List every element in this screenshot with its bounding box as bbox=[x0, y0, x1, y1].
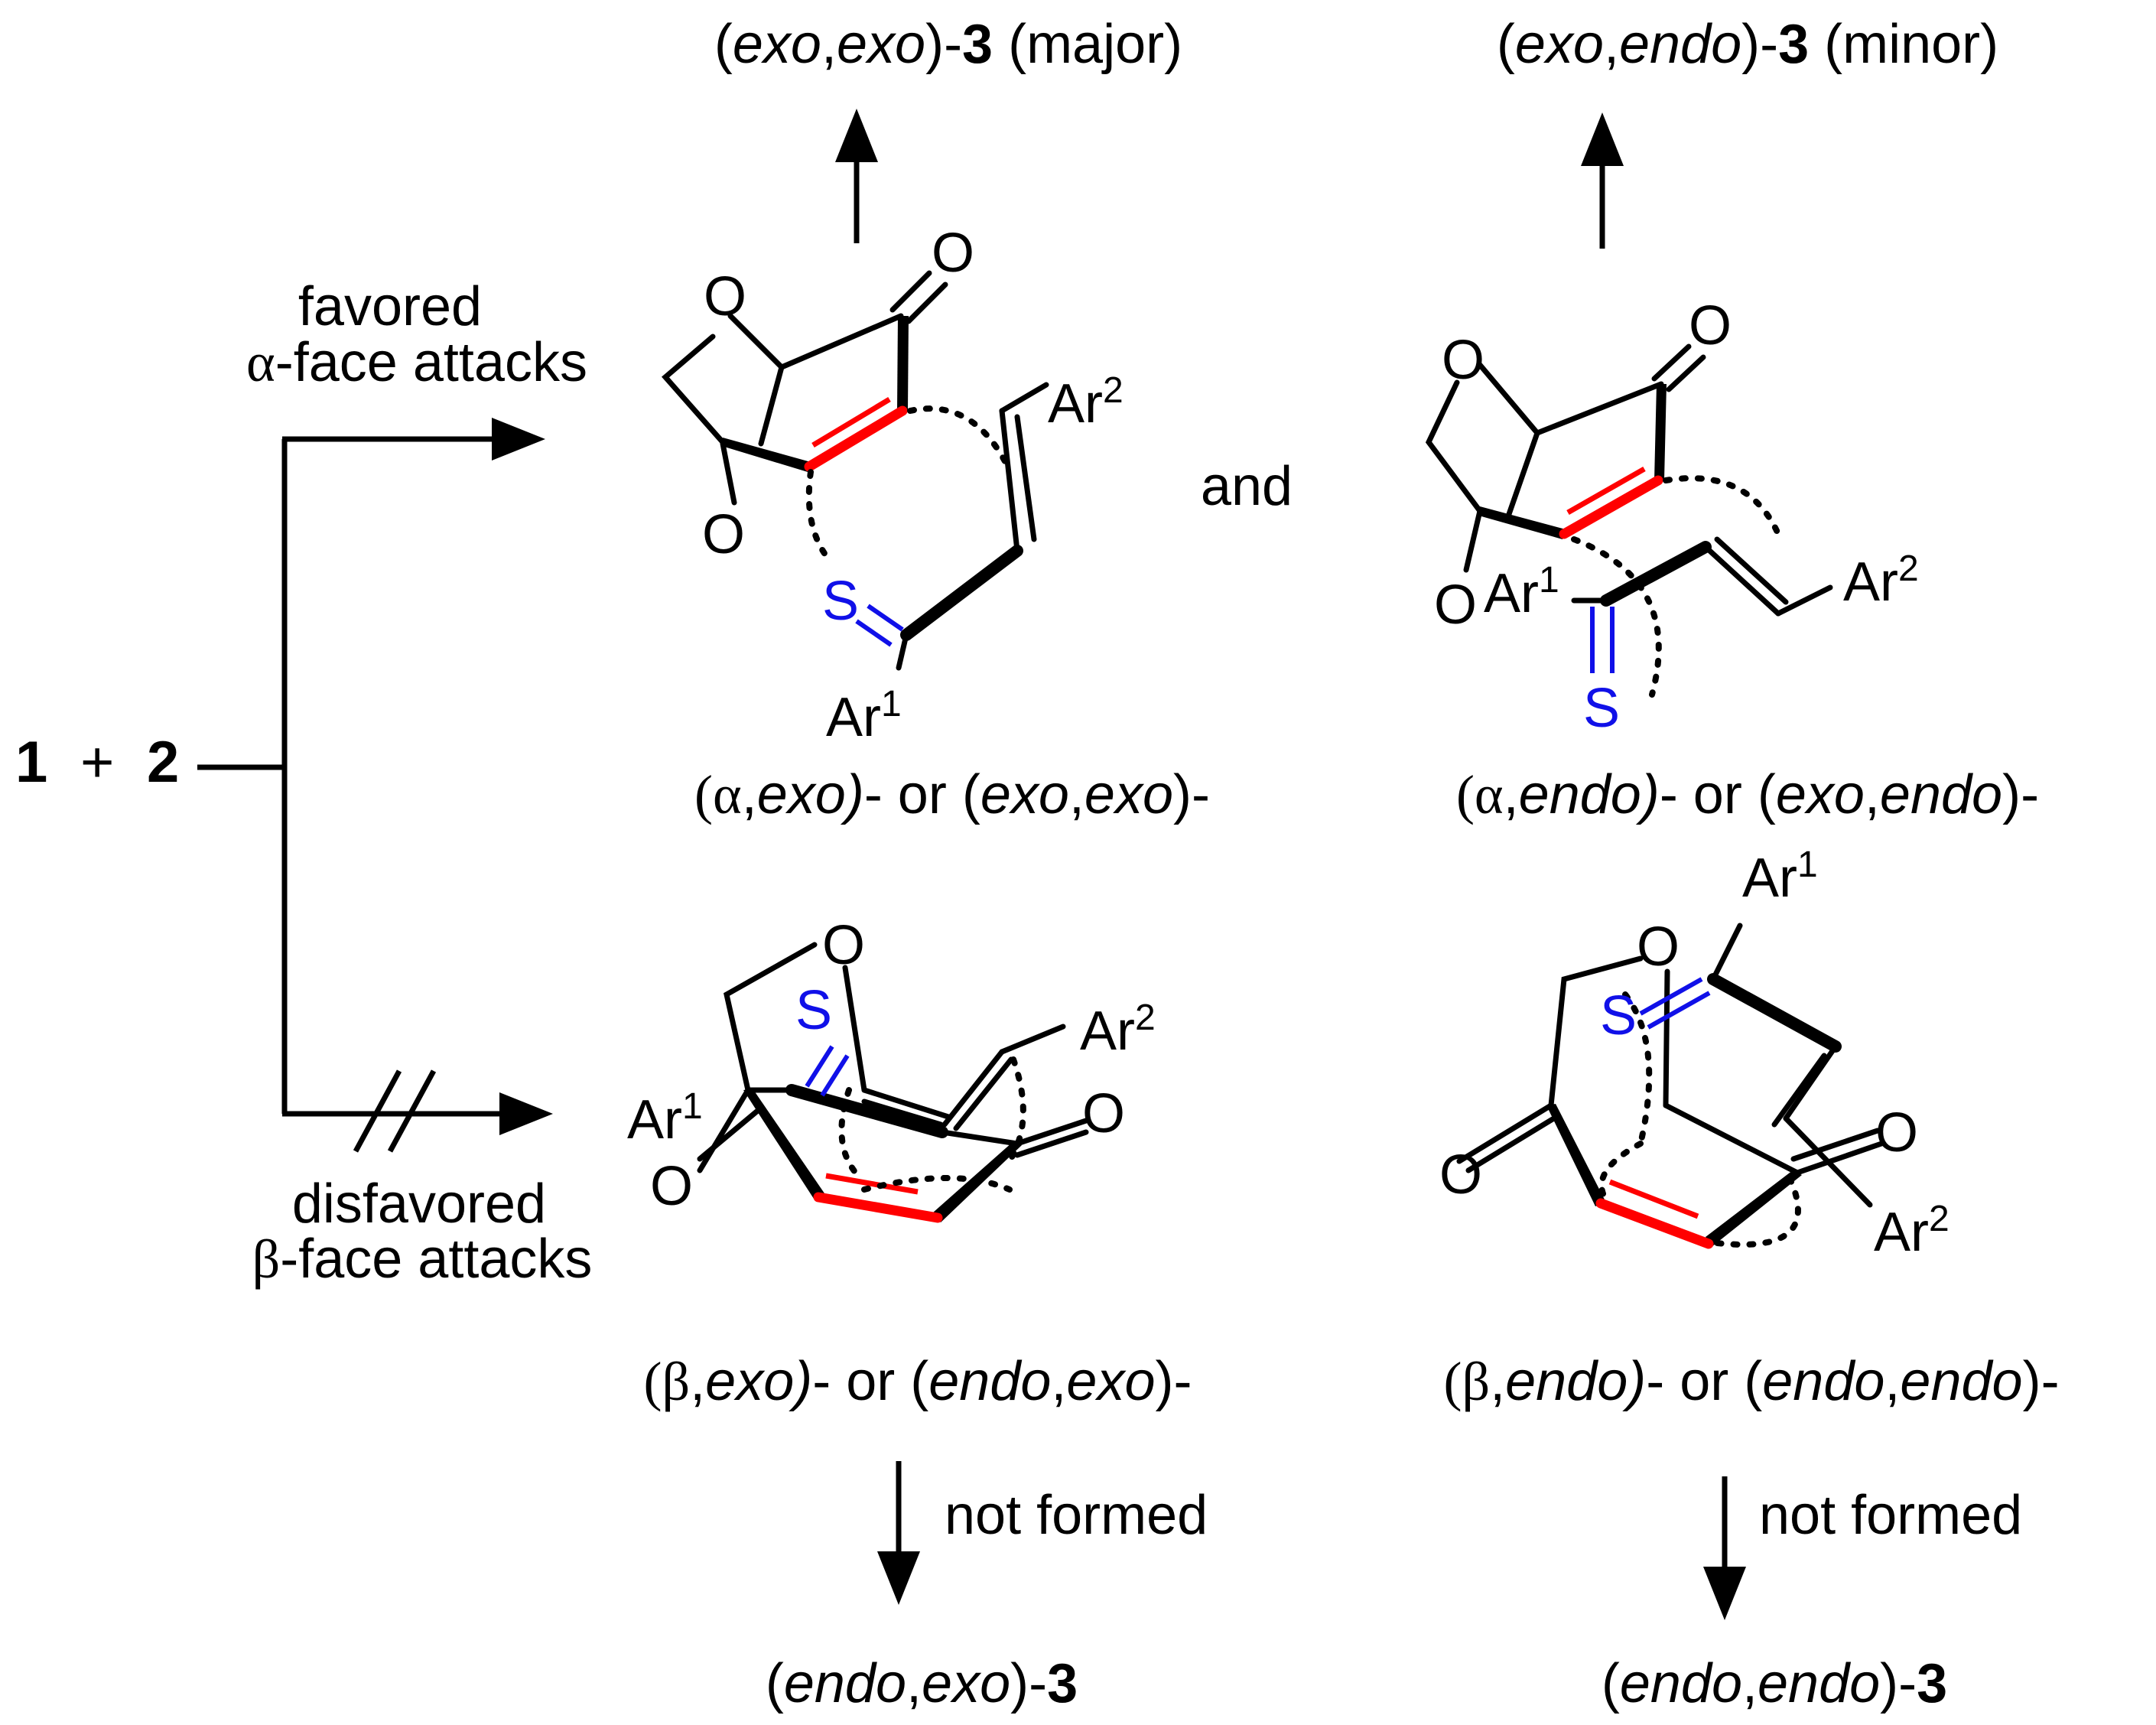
ar2-group: Ar2 bbox=[1843, 548, 1919, 613]
ar1-group: Ar1 bbox=[1484, 560, 1559, 624]
S-atom: S bbox=[1600, 985, 1637, 1046]
structure-alpha-endo: O O O S Ar1 Ar2 bbox=[1425, 295, 1919, 739]
O-atom: O bbox=[650, 1156, 693, 1217]
O-atom: O bbox=[1434, 574, 1477, 636]
plus-sign: + bbox=[80, 730, 114, 795]
ts-label-beta-exo: (β,exo)- or (endo,exo)- bbox=[644, 1351, 1192, 1412]
not-formed-label-left: not formed bbox=[945, 1485, 1208, 1546]
O-atom: O bbox=[1637, 916, 1680, 978]
ar1-group: Ar1 bbox=[826, 684, 902, 748]
ar1-group: Ar1 bbox=[627, 1086, 703, 1151]
product-exo-endo-minor: (exo,endo)-3 (minor) bbox=[1497, 14, 1998, 75]
product-endo-endo: (endo,endo)-3 bbox=[1602, 1653, 1947, 1714]
branch-lines bbox=[197, 418, 553, 1153]
beta-face-label: β-face attacks bbox=[252, 1229, 593, 1290]
O-atom: O bbox=[702, 504, 745, 565]
ar2-group: Ar2 bbox=[1080, 998, 1156, 1062]
S-atom: S bbox=[1583, 678, 1620, 739]
O-atom: O bbox=[822, 915, 865, 976]
ar1-group: Ar1 bbox=[1742, 845, 1818, 909]
ts-label-alpha-endo: (α,endo)- or (exo,endo)- bbox=[1456, 764, 2039, 825]
structure-beta-endo: O S Ar1 O O Ar2 bbox=[1439, 845, 1950, 1263]
structure-alpha-exo: O O O S Ar2 Ar1 bbox=[662, 223, 1124, 748]
alpha-face-label: α-face attacks bbox=[246, 332, 587, 393]
ts-label-beta-endo: (β,endo)- or (endo,endo)- bbox=[1443, 1351, 2059, 1412]
O-atom: O bbox=[932, 223, 974, 284]
O-atom: O bbox=[704, 266, 746, 327]
and-label: and bbox=[1201, 456, 1293, 517]
O-atom: O bbox=[1439, 1144, 1482, 1206]
O-atom: O bbox=[1442, 330, 1484, 391]
reactant-1: 1 bbox=[15, 730, 47, 795]
S-atom: S bbox=[795, 980, 832, 1041]
ar2-group: Ar2 bbox=[1874, 1199, 1950, 1263]
ts-label-alpha-exo: (α,exo)- or (exo,exo)- bbox=[694, 764, 1210, 825]
not-formed-label-right: not formed bbox=[1759, 1485, 2022, 1546]
disfavored-label: disfavored bbox=[292, 1173, 546, 1235]
O-atom: O bbox=[1875, 1102, 1918, 1164]
structure-beta-exo: O S Ar2 Ar1 O O bbox=[627, 915, 1156, 1223]
reactant-2: 2 bbox=[147, 730, 179, 795]
ar2-group: Ar2 bbox=[1048, 370, 1124, 435]
favored-label: favored bbox=[298, 276, 482, 337]
O-atom: O bbox=[1082, 1083, 1125, 1144]
S-atom: S bbox=[822, 571, 859, 632]
product-endo-exo: (endo,exo)-3 bbox=[766, 1653, 1078, 1714]
product-exo-exo-major: (exo,exo)-3 (major) bbox=[714, 14, 1182, 75]
O-atom: O bbox=[1689, 295, 1732, 356]
